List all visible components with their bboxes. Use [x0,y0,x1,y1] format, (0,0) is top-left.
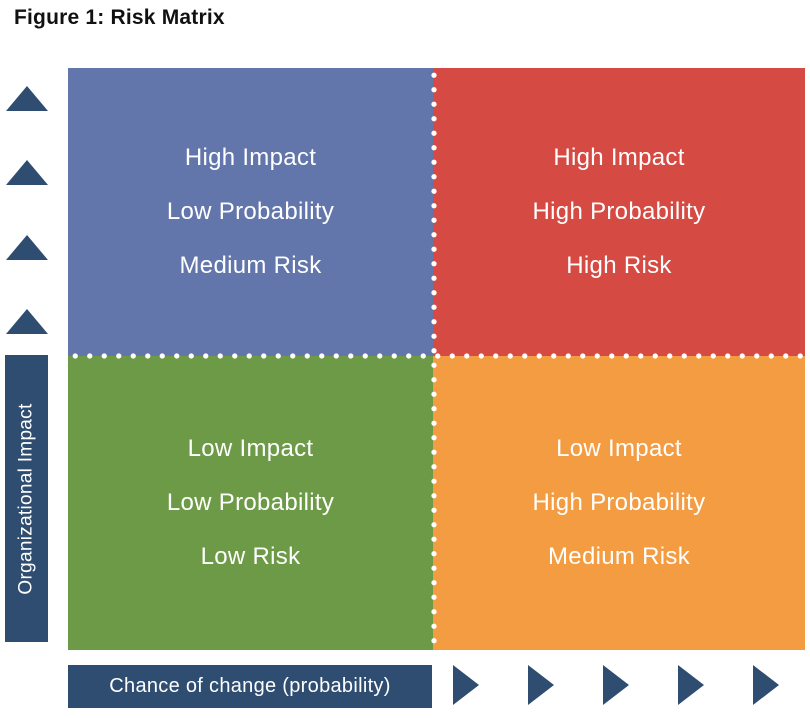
quadrant-risk-label: High Risk [566,252,672,279]
quadrant-low-impact-low-probability: Low Impact Low Probability Low Risk [68,356,433,650]
risk-matrix: High Impact Low Probability Medium Risk … [68,68,805,650]
up-arrow-icon [5,308,48,334]
quadrant-impact-label: Low Impact [556,435,682,462]
right-arrow-icon [528,665,554,705]
quadrant-probability-label: Low Probability [166,489,335,516]
quadrant-high-impact-high-probability: High Impact High Probability High Risk [433,68,805,356]
quadrant-impact-label: High Impact [184,144,317,171]
quadrant-risk-label: Low Risk [200,543,301,570]
right-arrow-icon [753,665,779,705]
quadrant-impact-label: Low Impact [187,435,314,462]
quadrant-low-impact-high-probability: Low Impact High Probability Medium Risk [433,356,805,650]
x-axis-arrows [453,665,779,705]
quadrant-risk-label: Medium Risk [179,252,322,279]
right-arrow-icon [453,665,479,705]
horizontal-dotted-divider [68,352,805,360]
y-axis-arrows [5,68,48,355]
quadrant-high-impact-low-probability: High Impact Low Probability Medium Risk [68,68,433,356]
quadrant-risk-label: Medium Risk [548,543,690,570]
x-axis-label: Chance of change (probability) [109,675,391,697]
y-axis-bar: Organizational Impact [5,355,48,642]
up-arrow-icon [5,160,48,186]
x-axis-bar: Chance of change (probability) [68,665,432,708]
up-arrow-icon [5,86,48,111]
right-arrow-icon [603,665,629,705]
quadrant-probability-label: High Probability [532,198,706,225]
up-arrow-icon [5,234,48,260]
quadrant-probability-label: High Probability [532,489,706,516]
quadrant-impact-label: High Impact [553,144,685,171]
figure-title: Figure 1: Risk Matrix [14,6,225,29]
y-axis-label: Organizational Impact [15,402,37,595]
quadrant-probability-label: Low Probability [166,198,335,225]
right-arrow-icon [678,665,704,705]
